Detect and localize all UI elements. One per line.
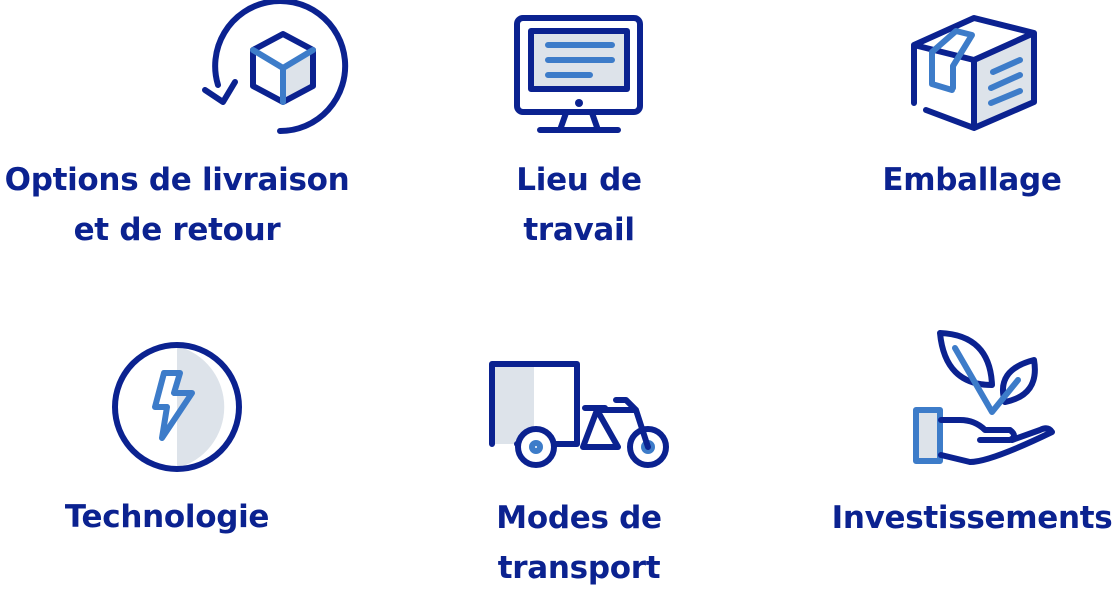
- label-packaging: Emballage: [882, 162, 1062, 198]
- delivery-return-icon: [202, 0, 349, 134]
- computer-monitor-icon: [514, 15, 643, 133]
- package-box-icon: [911, 15, 1037, 131]
- label-investments: Investissements: [831, 500, 1113, 536]
- label-technology: Technologie: [64, 499, 270, 535]
